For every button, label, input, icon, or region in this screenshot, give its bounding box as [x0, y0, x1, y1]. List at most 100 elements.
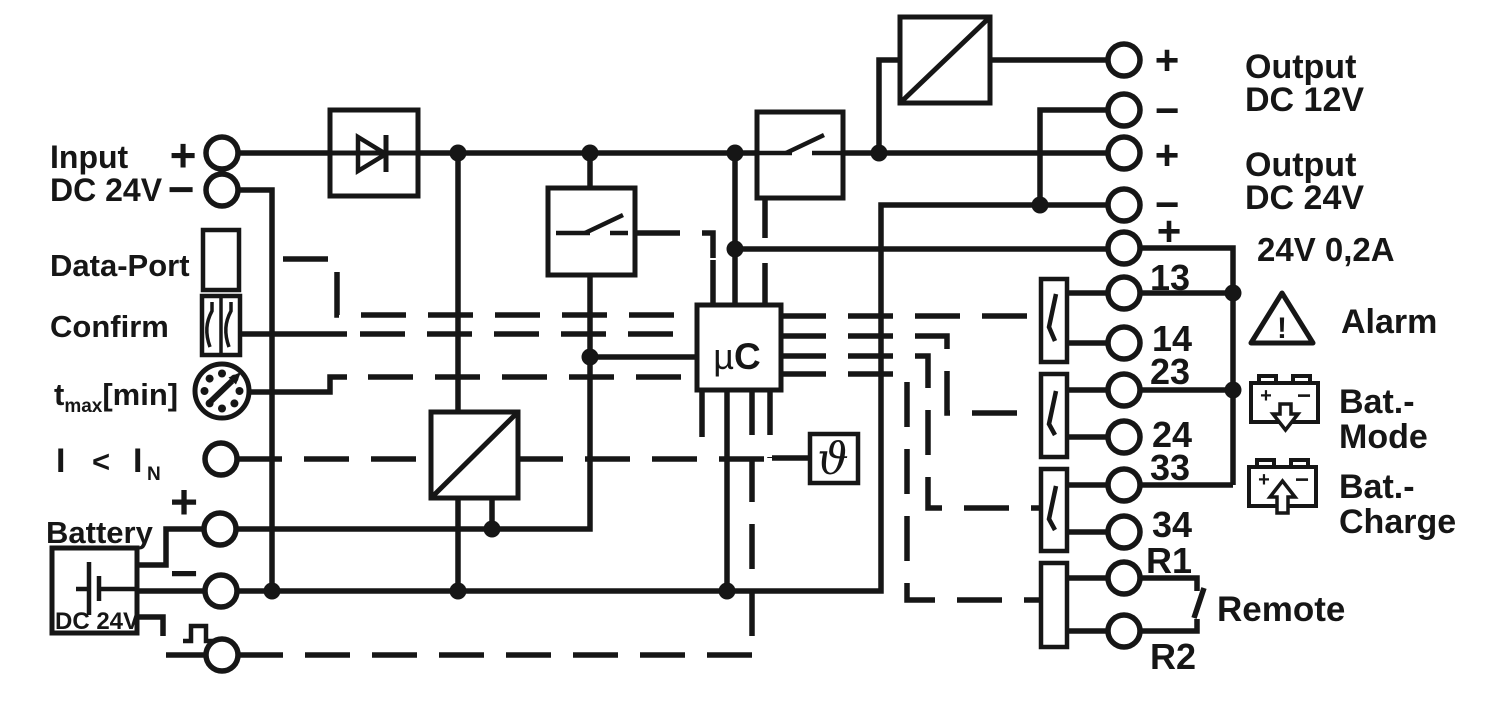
- battery-mode-icon: + −: [1249, 374, 1320, 433]
- out24-plus-sign: +: [1155, 132, 1180, 179]
- battery-plus-sign: +: [170, 477, 198, 530]
- theta-label: ϑ: [817, 434, 848, 485]
- terminal-23: [1105, 371, 1143, 409]
- microcontroller-block: µC: [694, 302, 784, 393]
- arrow-down-icon: [1269, 402, 1302, 433]
- terminal-remote-start: [203, 636, 241, 674]
- dcdc-converter-12v: [897, 14, 993, 106]
- terminal-battery-minus: [202, 572, 240, 610]
- alarm-label: Alarm: [1341, 303, 1437, 341]
- terminal-label-r1: R1: [1146, 540, 1192, 581]
- relay-contact-1: [1038, 276, 1070, 365]
- wiring-dashed: [137, 198, 1041, 658]
- remote-label: Remote: [1217, 590, 1345, 629]
- tmax-label: tmax[min]: [54, 377, 178, 417]
- alarm-warning-icon: !: [1248, 290, 1316, 346]
- relay-contact-2: [1038, 371, 1070, 460]
- terminal-r2: [1105, 612, 1143, 650]
- terminal-input-minus: [203, 171, 241, 209]
- aux-output-label: 24V 0,2A: [1257, 231, 1395, 268]
- bat-mode-label-line2: Mode: [1339, 418, 1428, 456]
- bat-charge-plus: +: [1258, 469, 1270, 491]
- terminal-label-14: 14: [1152, 318, 1192, 359]
- terminal-14: [1105, 324, 1143, 362]
- relay-blade-icon: [1046, 485, 1059, 532]
- terminal-label-r2: R2: [1150, 636, 1196, 677]
- output-24v-label-line1: Output: [1245, 146, 1356, 184]
- input-minus-sign: −: [168, 163, 195, 215]
- remote-input-block: [1038, 560, 1070, 650]
- switch-block-main: [545, 185, 638, 278]
- diode-block: [327, 107, 421, 199]
- relay3-control: [781, 353, 1041, 511]
- battery-minus-sign: −: [170, 548, 198, 601]
- terminal-out12-minus: [1105, 91, 1143, 129]
- output-12v-label-line2: DC 12V: [1245, 81, 1364, 119]
- dcdc-converter-battery: [428, 409, 521, 501]
- alarm-exclamation: !: [1277, 312, 1287, 345]
- terminal-13: [1105, 274, 1143, 312]
- terminal-label-13: 13: [1150, 257, 1190, 298]
- terminal-out24-minus: [1105, 186, 1143, 224]
- data-port-block: [200, 227, 242, 293]
- diode-icon: [355, 133, 391, 175]
- converter-diagonal-icon: [429, 410, 520, 500]
- bat-mode-label-line1: Bat.-: [1339, 383, 1415, 421]
- external-battery-block: DC 24V: [49, 545, 140, 636]
- bat-charge-label-line2: Charge: [1339, 503, 1456, 541]
- confirm-block: [199, 293, 243, 358]
- terminal-label-33: 33: [1150, 447, 1190, 488]
- terminal-input-plus: [203, 134, 241, 172]
- battery-box-caption: DC 24V: [55, 608, 139, 635]
- output-24v-label-line2: DC 24V: [1245, 179, 1364, 217]
- terminal-label-24: 24: [1152, 414, 1192, 455]
- terminal-battery-plus: [201, 510, 239, 548]
- output-12v-label-line1: Output: [1245, 48, 1356, 86]
- terminal-out24-plus: [1105, 134, 1143, 172]
- relay4-control: [781, 371, 1041, 603]
- remote-start-signal-left: [137, 614, 206, 658]
- junction-dots: [263, 144, 1242, 600]
- battery-cell-icon: [76, 562, 135, 615]
- mcu-label: µC: [713, 336, 760, 377]
- data-port-signal: [283, 256, 697, 318]
- terminal-24: [1105, 418, 1143, 456]
- switch-block-output: [754, 109, 846, 201]
- terminal-out12-plus: [1105, 41, 1143, 79]
- arrow-up-icon: [1266, 478, 1299, 515]
- terminal-current-signal: [202, 440, 240, 478]
- out12-minus-sign: −: [1155, 87, 1180, 134]
- input-label-line1: Input: [50, 139, 129, 175]
- battery-label: Battery: [46, 515, 154, 550]
- terminal-aux-plus: [1105, 229, 1143, 267]
- terminal-33: [1105, 466, 1143, 504]
- bat-charge-minus: −: [1295, 467, 1309, 494]
- bat-mode-plus: +: [1260, 385, 1272, 407]
- relay2-control: [781, 333, 1041, 416]
- switch-contact-icon: [556, 212, 628, 236]
- aux-plus-sign: +: [1157, 208, 1182, 255]
- temperature-sensor-block: ϑ: [807, 431, 861, 486]
- converter-diagonal-icon: [898, 15, 992, 105]
- bat-mode-minus: −: [1297, 383, 1311, 410]
- switch-contact-icon: [757, 132, 843, 156]
- relay-contact-3: [1038, 466, 1070, 554]
- pulse-icon: [183, 623, 214, 644]
- terminal-label-34: 34: [1152, 504, 1192, 545]
- confirm-contacts-icon: [205, 302, 233, 348]
- terminal-circles: [201, 41, 1143, 674]
- terminal-34: [1105, 513, 1143, 551]
- battery-charge-icon: + −: [1247, 458, 1318, 515]
- terminal-r1: [1105, 559, 1143, 597]
- input-plus-sign: +: [170, 129, 197, 181]
- data-port-label: Data-Port: [50, 248, 190, 283]
- out12-plus-sign: +: [1155, 37, 1180, 84]
- relay-blade-icon: [1046, 293, 1059, 342]
- relay-blade-icon: [1046, 390, 1059, 437]
- tmax-dial-icon: [192, 361, 252, 421]
- confirm-label: Confirm: [50, 309, 169, 344]
- terminal-label-23: 23: [1150, 351, 1190, 392]
- switch2-control: [635, 230, 716, 258]
